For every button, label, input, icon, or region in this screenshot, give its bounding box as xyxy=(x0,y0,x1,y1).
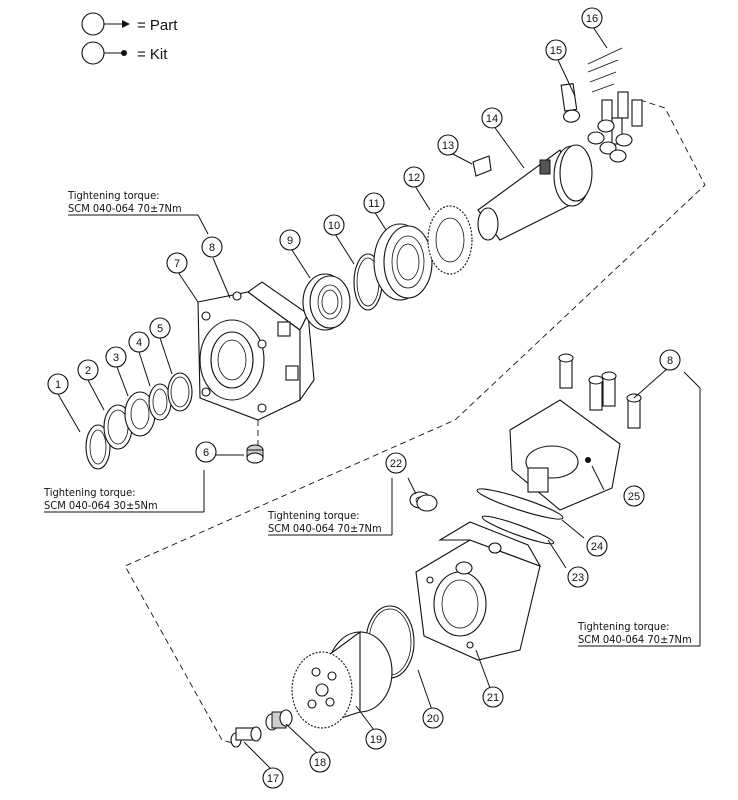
callout-circle-20 xyxy=(422,707,444,729)
callout-circle-14 xyxy=(481,107,503,129)
callout-circle-6 xyxy=(195,441,217,463)
torque-note-4-title: Tightening torque: xyxy=(577,620,670,633)
bolts-8-lower xyxy=(558,353,642,429)
torque-note-3-spec: SCM 040-064 70±7Nm xyxy=(268,522,382,535)
legend-part-label: = Part xyxy=(137,17,178,34)
callout-11: 11 xyxy=(368,198,379,210)
callout-circle-3 xyxy=(105,346,127,368)
leader-lines xyxy=(57,26,669,771)
callout-20: 20 xyxy=(427,713,439,725)
callout-14: 14 xyxy=(486,113,498,125)
callout-circle-22 xyxy=(385,452,407,474)
torque-note-1: Tightening torque: SCM 040-064 70±7Nm xyxy=(67,189,182,215)
bolt-set-15-16 xyxy=(560,47,643,163)
pin-17 xyxy=(230,726,262,748)
callout-19: 19 xyxy=(370,734,382,746)
callout-8-lower: 8 xyxy=(667,355,673,367)
torque-note-4: Tightening torque: SCM 040-064 70±7Nm xyxy=(577,620,692,646)
callout-circle-11 xyxy=(363,192,385,214)
callout-12: 12 xyxy=(408,172,420,184)
torque-note-2-title: Tightening torque: xyxy=(43,486,136,499)
callout-circles xyxy=(47,7,681,789)
callout-circle-12 xyxy=(403,166,425,188)
roller-bearing-11 xyxy=(373,223,433,301)
torque-note-1-spec: SCM 040-064 70±7Nm xyxy=(68,202,182,215)
callout-2: 2 xyxy=(85,365,91,377)
callout-25: 25 xyxy=(628,491,640,503)
callout-10: 10 xyxy=(328,220,340,232)
callout-8: 8 xyxy=(209,242,215,254)
torque-note-1-title: Tightening torque: xyxy=(67,189,160,202)
nut-22 xyxy=(409,491,438,512)
callout-6: 6 xyxy=(203,447,209,459)
callout-24: 24 xyxy=(591,541,603,553)
callout-numbers: 1 2 3 4 5 6 7 8 9 10 11 12 13 14 15 16 1… xyxy=(55,13,673,785)
torque-note-4-spec: SCM 040-064 70±7Nm xyxy=(578,633,692,646)
valve-housing-21 xyxy=(415,521,542,661)
drive-shaft-14 xyxy=(477,144,593,241)
bearing-9 xyxy=(302,273,351,331)
callout-circle-24 xyxy=(586,535,608,557)
callout-circle-1 xyxy=(47,373,69,395)
torque-note-2: Tightening torque: SCM 040-064 30±5Nm xyxy=(43,486,158,512)
callout-circle-9 xyxy=(279,229,301,251)
callout-21: 21 xyxy=(487,692,499,704)
gear-ring-12 xyxy=(427,205,473,275)
callout-15: 15 xyxy=(550,45,562,57)
circlip-1 xyxy=(85,424,111,470)
callout-5: 5 xyxy=(157,323,163,335)
callout-18: 18 xyxy=(314,757,326,769)
callout-circle-5 xyxy=(149,317,171,339)
torque-note-leaders xyxy=(44,214,701,647)
callout-circle-2 xyxy=(77,359,99,381)
o-ring-5 xyxy=(167,372,193,412)
callout-circle-4 xyxy=(128,331,150,353)
callout-circle-13 xyxy=(437,134,459,156)
callout-circle-21 xyxy=(482,686,504,708)
callout-circle-25 xyxy=(623,485,645,507)
callout-circle-19 xyxy=(365,728,387,750)
legend-part-symbol xyxy=(81,12,130,36)
callout-circle-17 xyxy=(262,767,284,789)
key-13 xyxy=(472,155,492,177)
torque-note-3: Tightening torque: SCM 040-064 70±7Nm xyxy=(267,509,382,535)
callout-circle-23 xyxy=(567,566,589,588)
callout-22: 22 xyxy=(390,458,402,470)
callout-13: 13 xyxy=(442,140,454,152)
callout-7: 7 xyxy=(174,258,180,270)
valve-18 xyxy=(265,709,293,731)
legend: = Part = Kit xyxy=(81,12,178,65)
torque-note-2-spec: SCM 040-064 30±5Nm xyxy=(44,499,158,512)
callout-circle-16 xyxy=(581,7,603,29)
callout-1: 1 xyxy=(55,379,61,391)
callout-3: 3 xyxy=(113,352,119,364)
end-cover-25 xyxy=(509,399,621,511)
assembly-center-lines xyxy=(124,99,706,745)
callout-17: 17 xyxy=(267,773,279,785)
callout-9: 9 xyxy=(287,235,293,247)
gasket-24 xyxy=(476,488,564,520)
plug-6 xyxy=(246,444,264,464)
callout-circle-8a xyxy=(201,236,223,258)
callout-23: 23 xyxy=(572,572,584,584)
callout-circle-8b xyxy=(659,349,681,371)
callout-16: 16 xyxy=(586,13,598,25)
callout-circle-7 xyxy=(166,252,188,274)
legend-kit-label: = Kit xyxy=(137,46,168,63)
gear-set-19 xyxy=(291,630,393,729)
o-ring-23 xyxy=(481,515,555,545)
torque-note-3-title: Tightening torque: xyxy=(267,509,360,522)
callout-4: 4 xyxy=(136,337,142,349)
callout-circle-10 xyxy=(323,214,345,236)
flange-housing-7 xyxy=(197,281,315,421)
callout-circle-15 xyxy=(545,39,567,61)
legend-kit-symbol xyxy=(81,41,127,65)
callout-circle-18 xyxy=(309,751,331,773)
